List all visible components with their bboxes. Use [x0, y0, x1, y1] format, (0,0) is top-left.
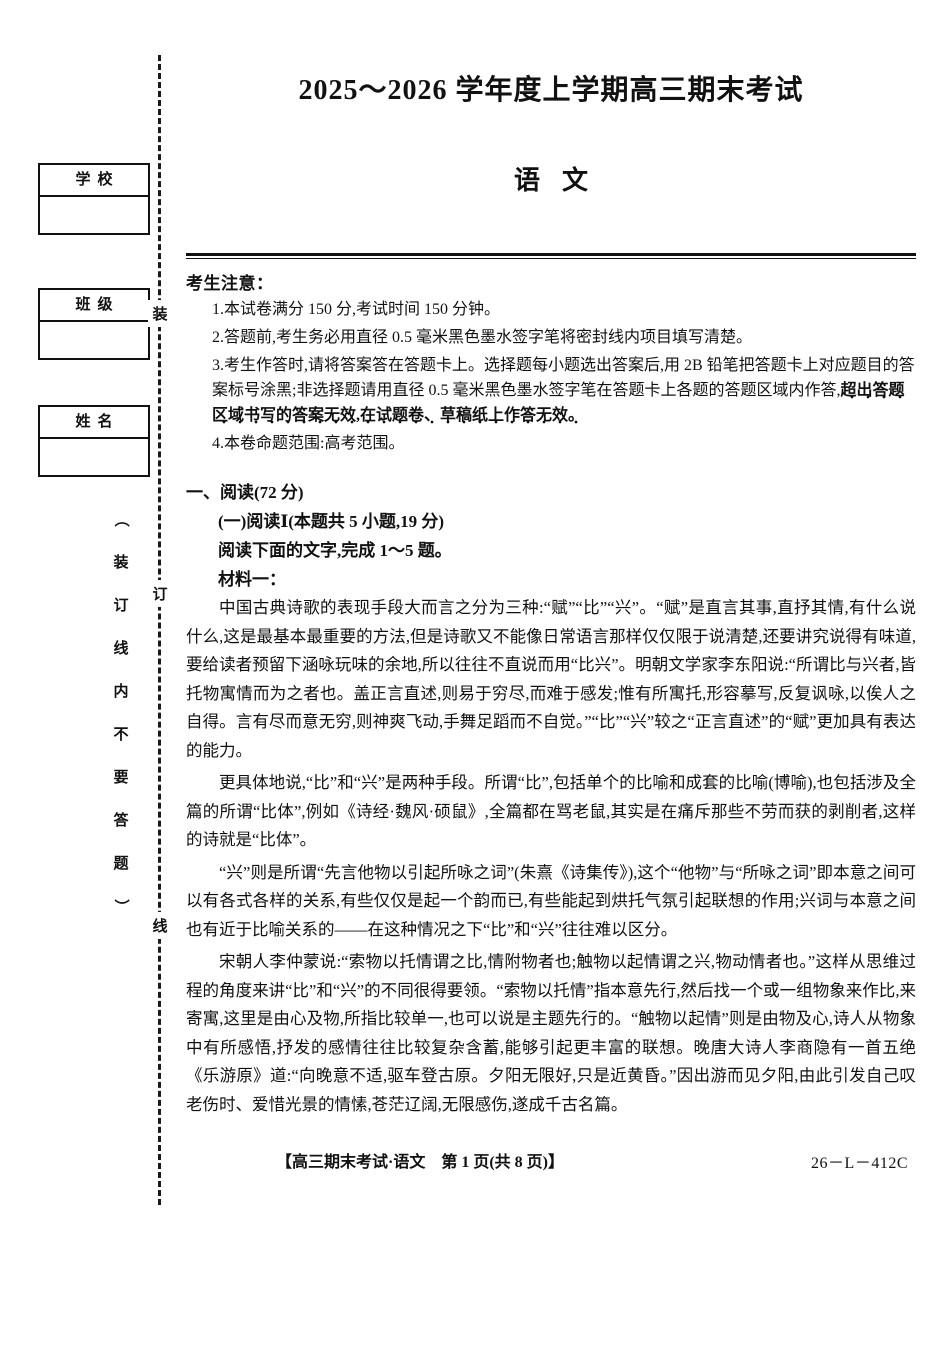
seal-vertical-char-0: （: [112, 511, 130, 527]
body-paragraph: 宋朝人李仲蒙说:“索物以托情谓之比,情附物者也;触物以起情谓之兴,物动情者也。”…: [186, 952, 916, 1114]
seal-vertical-notice: （ 装 订 线 内 不 要 答 题 ）: [108, 498, 134, 928]
notice-item-2-number: 2.: [212, 329, 224, 346]
id-box-class-field[interactable]: [40, 322, 148, 358]
seal-vertical-char-6: 要: [113, 769, 129, 786]
notice-item-4: 4.本卷命题范围:高考范围。: [212, 431, 916, 456]
seal-vertical-char-8: 题: [113, 855, 129, 872]
seal-vertical-char-7: 答: [113, 812, 129, 829]
notice-item-4-number: 4.: [212, 435, 224, 452]
notice-heading: 考生注意：: [186, 274, 274, 293]
notice-item-1-text: 本试卷满分 150 分,考试时间 150 分钟。: [224, 301, 501, 318]
id-box-name-label: 姓名: [40, 407, 148, 439]
seal-vertical-char-1: 装: [113, 554, 129, 571]
seal-binding-column: 学校 班级 姓名 装 订 线 （ 装 订 线 内 不 要 答 题 ）: [0, 0, 180, 1345]
subject-title: 语文: [513, 166, 610, 195]
sub-heading-material-1: 材料一：: [218, 570, 286, 589]
notice-item-3-text: 考生作答时,请将答案答在答题卡上。选择题每小题选出答案后,用 2B 铅笔把答题卡…: [212, 357, 915, 399]
section-heading-reading: 一、阅读(72 分): [186, 483, 304, 502]
id-box-name: 姓名: [38, 405, 150, 477]
notice-item-4-text: 本卷命题范围:高考范围。: [224, 435, 405, 452]
body-paragraph: 更具体地说,“比”和“兴”是两种手段。所谓“比”,包括单个的比喻和成套的比喻(博…: [186, 773, 916, 849]
seal-line-char-ding: 订: [148, 580, 172, 607]
body-paragraph: “兴”则是所谓“先言他物以引起所咏之词”(朱熹《诗集传》),这个“他物”与“所咏…: [186, 862, 916, 939]
exam-title: 2025～2026 学年度上学期高三期末考试: [298, 75, 804, 106]
sub-heading-instruction: 阅读下面的文字,完成 1～5 题。: [218, 541, 452, 560]
exam-paper-content: 2025～2026 学年度上学期高三期末考试 语文 考生注意： 1.本试卷满分 …: [186, 0, 916, 1119]
id-box-name-field[interactable]: [40, 439, 148, 475]
page-footer: 【高三期末考试·语文 第 1 页(共 8 页)】 26－L－412C: [186, 1148, 916, 1174]
seal-dashed-line: [158, 55, 161, 1205]
notice-item-1: 1.本试卷满分 150 分,考试时间 150 分钟。: [212, 297, 916, 322]
footer-paper-code: 26－L－412C: [811, 1155, 908, 1172]
body-paragraph: 中国古典诗歌的表现手段大而言之分为三种:“赋”“比”“兴”。“赋”是直言其事,直…: [186, 598, 916, 760]
seal-vertical-char-4: 内: [113, 683, 129, 700]
seal-line-char-xian: 线: [148, 912, 172, 939]
notice-item-2: 2.答题前,考生务必用直径 0.5 毫米黑色墨水签字笔将密封线内项目填写清楚。: [212, 325, 916, 350]
notice-item-3: 3.考生作答时,请将答案答在答题卡上。选择题每小题选出答案后,用 2B 铅笔把答…: [212, 353, 916, 430]
header-divider: [186, 253, 916, 259]
seal-vertical-char-9: ）: [112, 898, 130, 914]
seal-vertical-char-5: 不: [113, 726, 129, 743]
seal-vertical-char-3: 线: [113, 640, 129, 657]
id-box-school-label: 学校: [40, 165, 148, 197]
notice-item-3-number: 3.: [212, 357, 224, 374]
notice-item-2-text: 答题前,考生务必用直径 0.5 毫米黑色墨水签字笔将密封线内项目填写清楚。: [224, 329, 753, 346]
notice-item-1-number: 1.: [212, 301, 224, 318]
sub-heading-reading-1: (一)阅读Ⅰ(本题共 5 小题,19 分): [218, 512, 445, 531]
seal-line-char-zhuang: 装: [148, 300, 172, 327]
id-box-school-field[interactable]: [40, 197, 148, 233]
footer-page-label: 【高三期末考试·语文 第 1 页(共 8 页)】: [276, 1154, 564, 1171]
id-box-class: 班级: [38, 288, 150, 360]
id-box-class-label: 班级: [40, 290, 148, 322]
id-box-school: 学校: [38, 163, 150, 235]
seal-vertical-char-2: 订: [113, 597, 129, 614]
